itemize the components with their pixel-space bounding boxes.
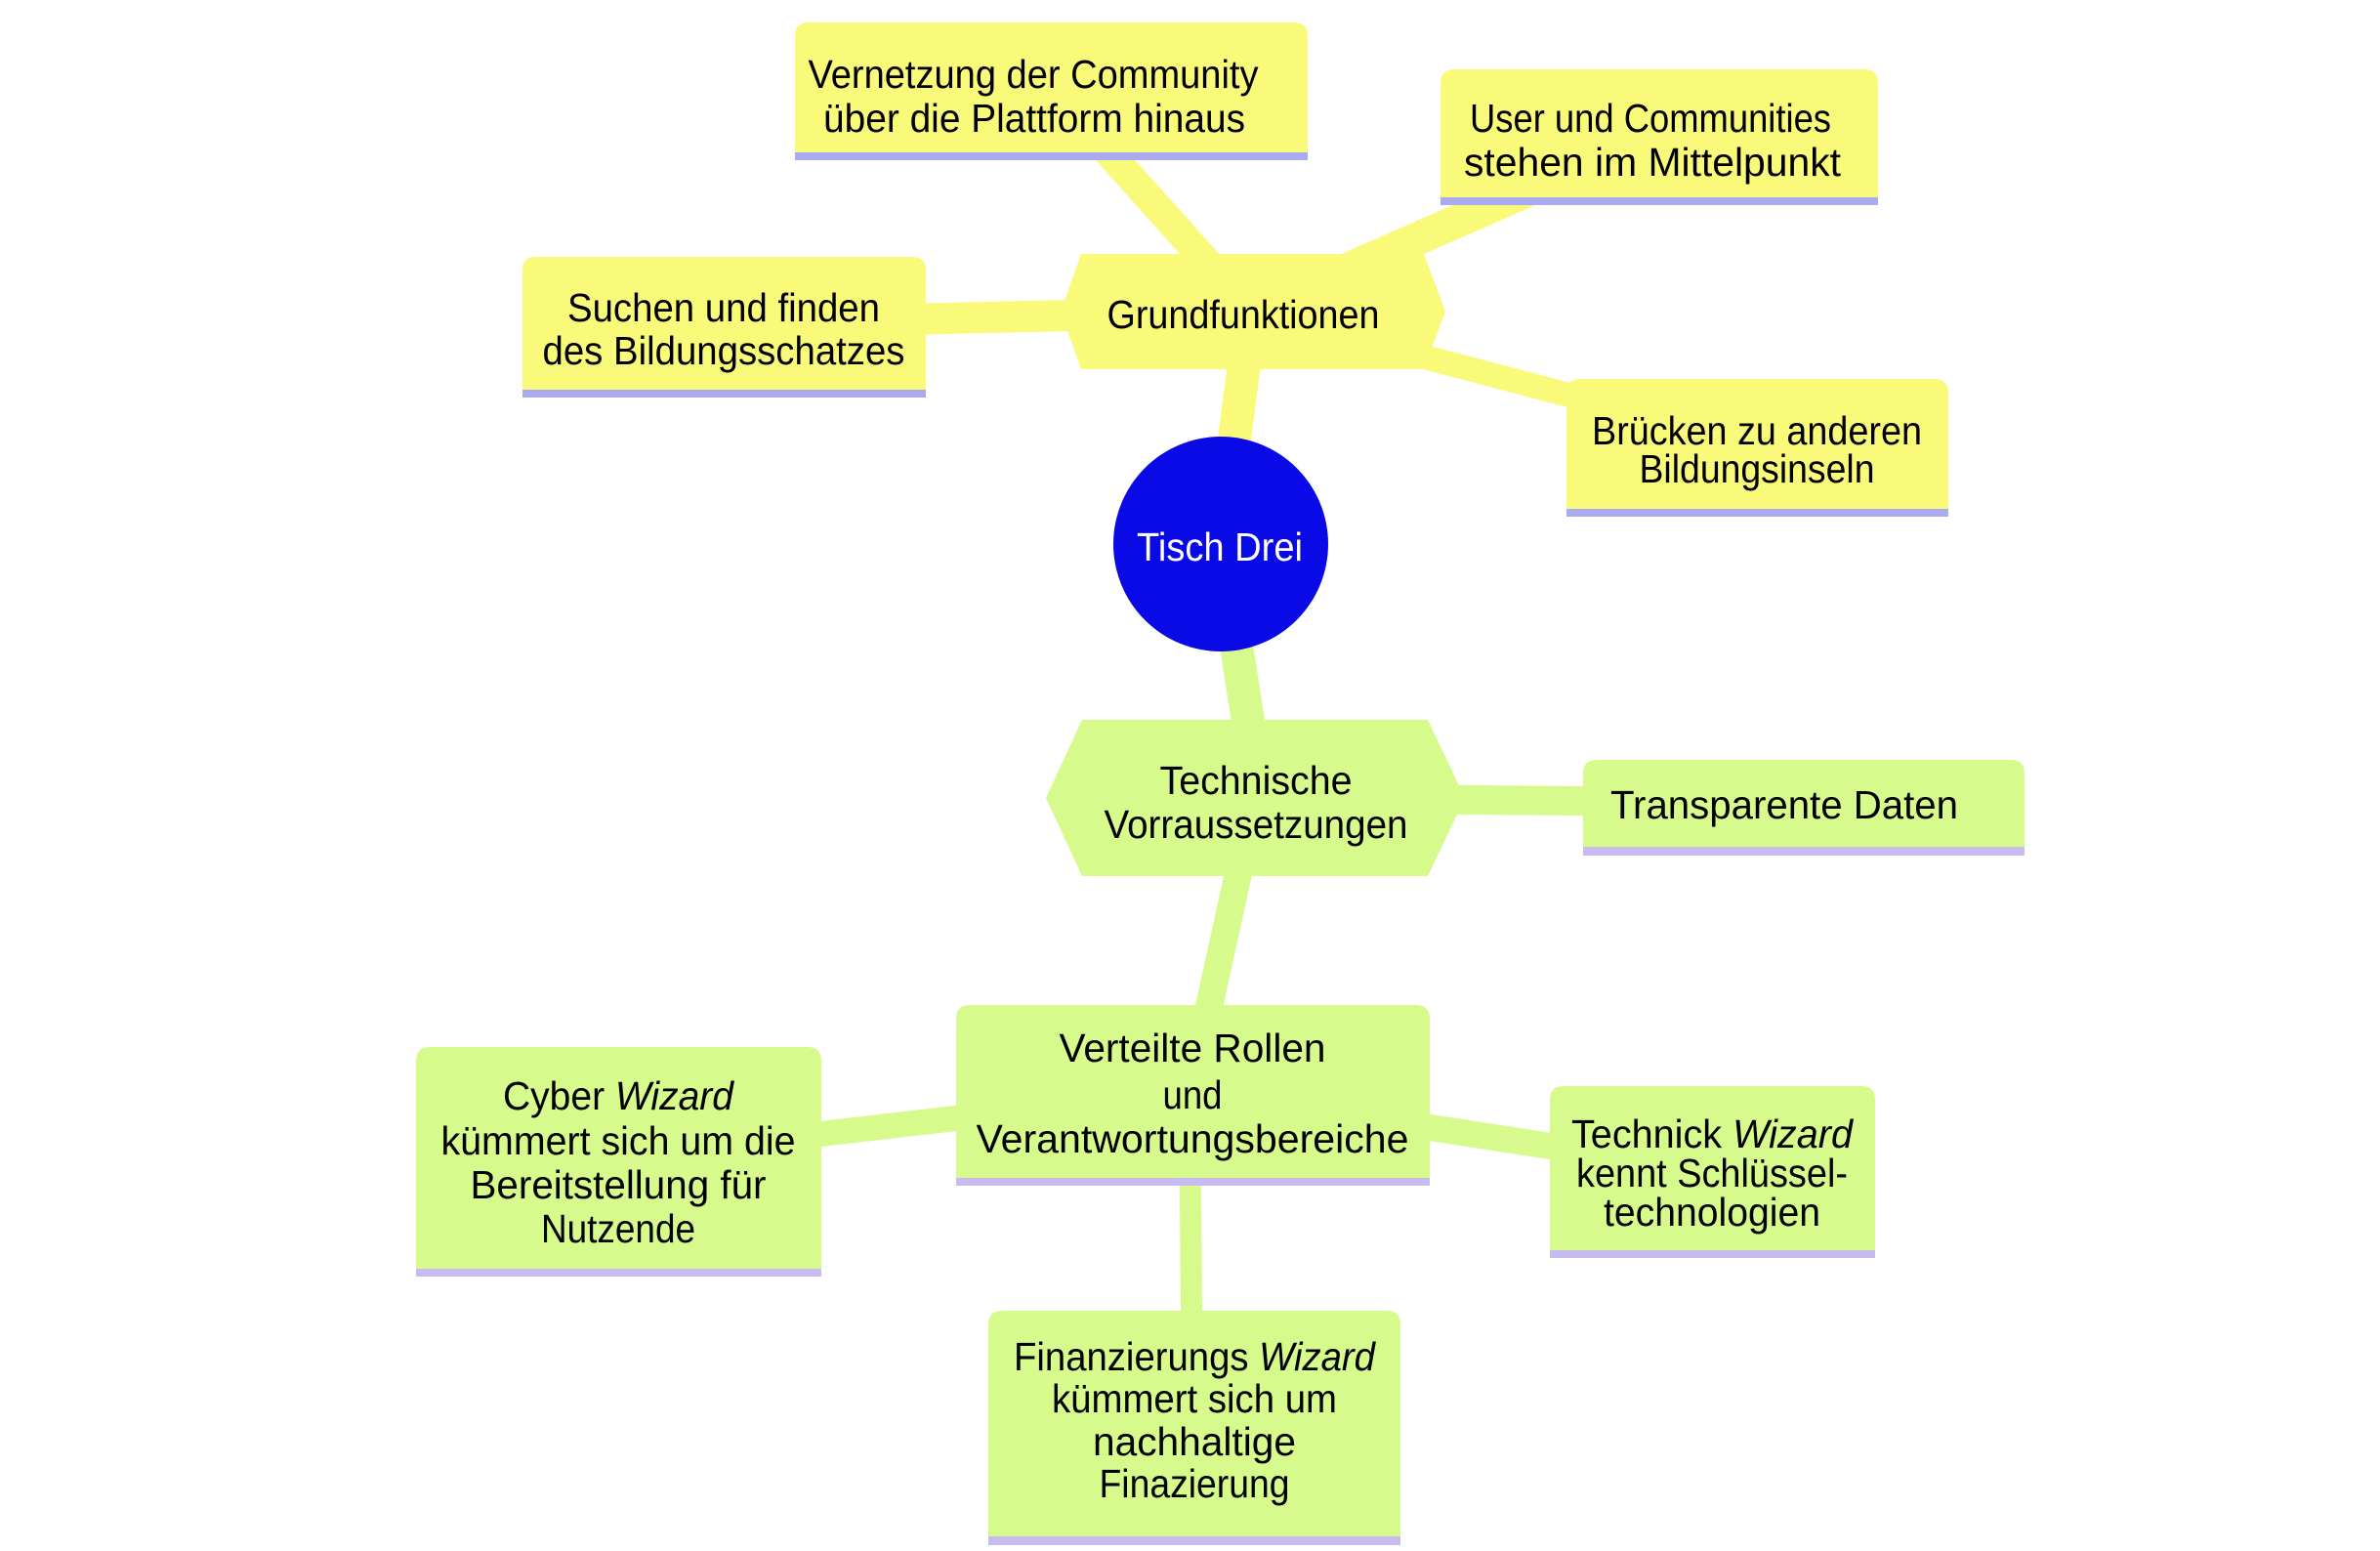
svg-text:Tisch Drei: Tisch Drei (1137, 524, 1303, 569)
svg-text:Grundfunktionen: Grundfunktionen (1107, 292, 1380, 337)
svg-text:Verantwortungsbereiche: Verantwortungsbereiche (977, 1116, 1409, 1161)
svg-text:Technische: Technische (1160, 758, 1353, 803)
svg-text:über die Plattform hinaus: über die Plattform hinaus (823, 96, 1245, 141)
svg-text:kümmert sich um: kümmert sich um (1052, 1376, 1337, 1421)
svg-text:Bildungsinseln: Bildungsinseln (1640, 446, 1875, 491)
svg-text:Finazierung: Finazierung (1100, 1461, 1290, 1506)
svg-text:Brücken zu anderen: Brücken zu anderen (1592, 408, 1922, 453)
svg-text:Technick Wizard: Technick Wizard (1571, 1111, 1854, 1156)
svg-text:des Bildungsschatzes: des Bildungsschatzes (543, 328, 905, 373)
svg-text:Finanzierungs Wizard: Finanzierungs Wizard (1014, 1334, 1376, 1379)
svg-text:Suchen und finden: Suchen und finden (567, 285, 880, 330)
svg-text:Vernetzung der Community: Vernetzung der Community (809, 52, 1259, 97)
svg-text:stehen im Mittelpunkt: stehen im Mittelpunkt (1464, 140, 1842, 185)
svg-text:Bereitstellung für: Bereitstellung für (471, 1162, 767, 1207)
svg-text:Cyber Wizard: Cyber Wizard (503, 1073, 734, 1118)
svg-text:Transparente Daten: Transparente Daten (1610, 782, 1958, 827)
svg-text:technologien: technologien (1604, 1190, 1820, 1235)
svg-text:kennt Schlüssel-: kennt Schlüssel- (1576, 1151, 1848, 1195)
svg-text:nachhaltige: nachhaltige (1093, 1419, 1296, 1464)
svg-text:Vorraussetzungen: Vorraussetzungen (1105, 802, 1408, 847)
svg-text:kümmert sich um die: kümmert sich um die (441, 1118, 796, 1163)
svg-text:User und Communities: User und Communities (1470, 96, 1831, 141)
svg-text:Nutzende: Nutzende (541, 1206, 695, 1251)
svg-text:Verteilte Rollen: Verteilte Rollen (1060, 1026, 1326, 1070)
svg-text:und: und (1163, 1072, 1223, 1117)
